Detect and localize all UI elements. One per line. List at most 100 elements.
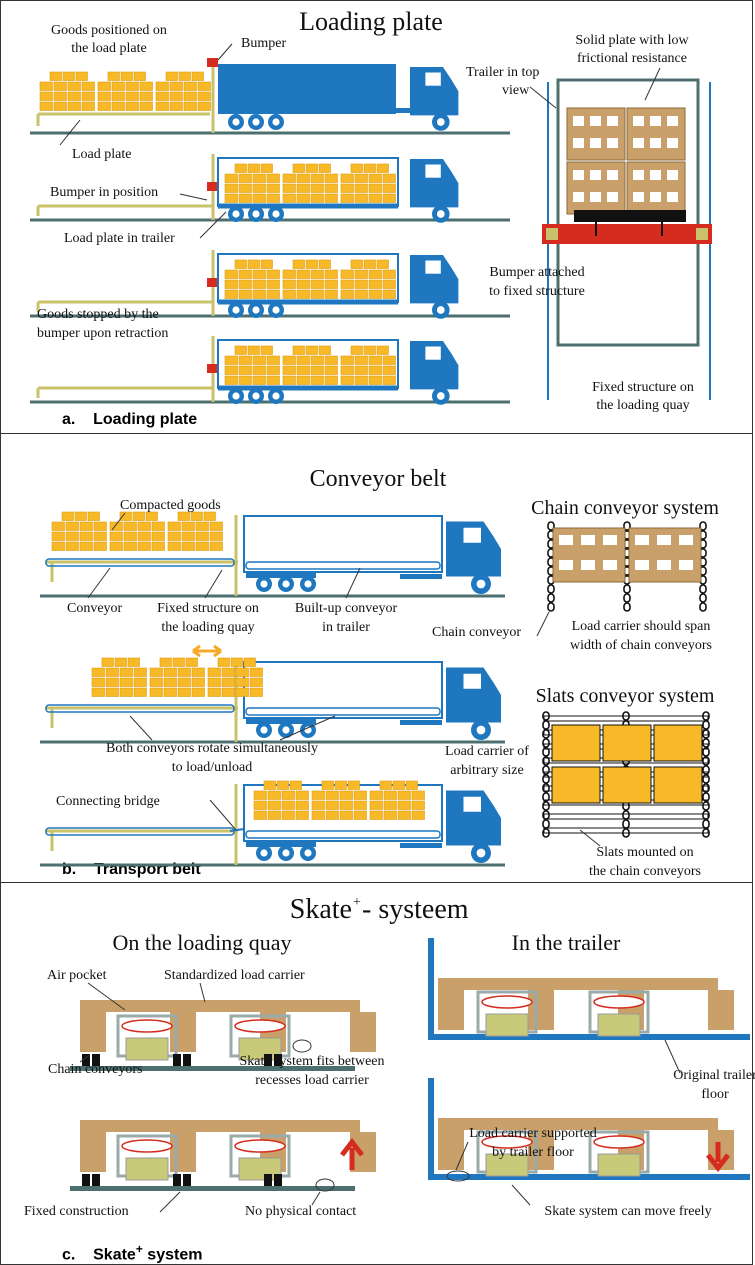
trailer-wall <box>428 1078 434 1178</box>
goods-box <box>354 193 368 203</box>
chain-link <box>622 819 630 829</box>
goods-box <box>51 541 65 551</box>
goods-box <box>354 289 368 299</box>
goods-box <box>310 279 324 289</box>
goods-box <box>383 810 397 820</box>
goods-box <box>238 365 252 375</box>
cab-body <box>410 67 459 116</box>
wheel-hub <box>272 392 280 400</box>
chassis <box>246 572 316 578</box>
cab-body <box>410 255 459 304</box>
goods-stack <box>253 790 309 820</box>
cab-hub <box>476 725 486 735</box>
wheel-hub <box>232 392 240 400</box>
goods-box <box>139 101 153 111</box>
goods-box <box>253 800 267 810</box>
goods-box <box>109 531 123 541</box>
goods-box <box>91 687 105 697</box>
air-pocket <box>481 1135 533 1149</box>
goods-box <box>397 790 411 800</box>
leader-compacted <box>111 512 126 531</box>
trailer-floor <box>428 1034 750 1040</box>
goods-box <box>65 531 79 541</box>
goods-box <box>107 71 120 81</box>
pallet-slot <box>607 170 618 180</box>
pallet-slot <box>635 535 649 545</box>
chain-block <box>92 1054 100 1066</box>
label-bumper-attached-1: Bumper attached <box>489 265 584 280</box>
title-b: Conveyor belt <box>310 466 447 492</box>
goods-stack <box>234 345 273 355</box>
goods-stack <box>217 657 256 667</box>
goods-stack <box>224 355 280 385</box>
goods-box <box>172 657 185 667</box>
bumper <box>207 182 218 191</box>
carrier-foot <box>350 1012 376 1052</box>
goods-box <box>382 289 396 299</box>
pallet <box>626 161 686 215</box>
chain-link <box>542 801 550 811</box>
label-fixed-structure-b-2: the loading quay <box>161 620 254 635</box>
leader-bridge <box>209 799 237 831</box>
chain-block <box>264 1174 272 1186</box>
drop-arrow-head <box>706 1153 730 1173</box>
pallet-slot <box>607 116 618 126</box>
goods-box <box>224 355 238 365</box>
goods-box <box>167 521 181 531</box>
goods-box <box>266 355 280 365</box>
label-supported-by-floor-1: Load carrier supported <box>469 1126 597 1141</box>
goods-stack <box>155 81 211 111</box>
wheel-hub <box>232 306 240 314</box>
pallet-slot <box>607 192 618 202</box>
goods-box <box>127 657 140 667</box>
goods-box <box>97 81 111 91</box>
goods-box <box>181 541 195 551</box>
goods-box <box>318 259 331 269</box>
label-both-conveyors-2: to load/unload <box>172 760 253 775</box>
goods-box <box>311 800 325 810</box>
goods-box <box>247 163 260 173</box>
goods-box <box>376 259 389 269</box>
goods-box <box>324 355 338 365</box>
carrier-foot <box>438 1130 464 1170</box>
pallet-slot <box>667 116 678 126</box>
air-pocket <box>234 1019 286 1033</box>
goods-box <box>191 677 205 687</box>
pallet-slot <box>650 170 661 180</box>
label-on-quay: On the loading quay <box>112 930 291 955</box>
goods-box <box>382 183 396 193</box>
skate-block <box>597 1153 641 1177</box>
goods-box <box>195 541 209 551</box>
chassis <box>246 718 316 724</box>
slat <box>543 827 709 834</box>
label-connecting-bridge: Connecting bridge <box>56 794 160 809</box>
goods-box <box>310 183 324 193</box>
carrier-foot <box>528 1130 554 1170</box>
label-original-floor-2: floor <box>701 1087 729 1102</box>
wheel-hub <box>272 118 280 126</box>
goods-box <box>368 173 382 183</box>
chain-link <box>702 792 710 802</box>
label-bumper: Bumper <box>241 36 286 51</box>
goods-stack <box>369 790 425 820</box>
goods-box <box>340 279 354 289</box>
goods-box <box>93 541 107 551</box>
goods-box <box>252 269 266 279</box>
goods-stack <box>292 163 331 173</box>
wheel-hub <box>252 210 260 218</box>
hitch <box>400 574 442 579</box>
goods-box <box>363 345 376 355</box>
pallet-slot <box>590 192 601 202</box>
goods-box <box>39 101 53 111</box>
goods-box <box>266 279 280 289</box>
goods-box <box>238 269 252 279</box>
goods-box <box>354 365 368 375</box>
goods-box <box>155 81 169 91</box>
wheel-hub <box>304 849 312 857</box>
load-carrier <box>653 766 703 804</box>
goods-box <box>209 531 223 541</box>
label-bumper-attached-2: to fixed structure <box>489 284 585 299</box>
wheel-hub <box>272 210 280 218</box>
goods-box <box>230 657 243 667</box>
air-pocket <box>481 995 533 1009</box>
